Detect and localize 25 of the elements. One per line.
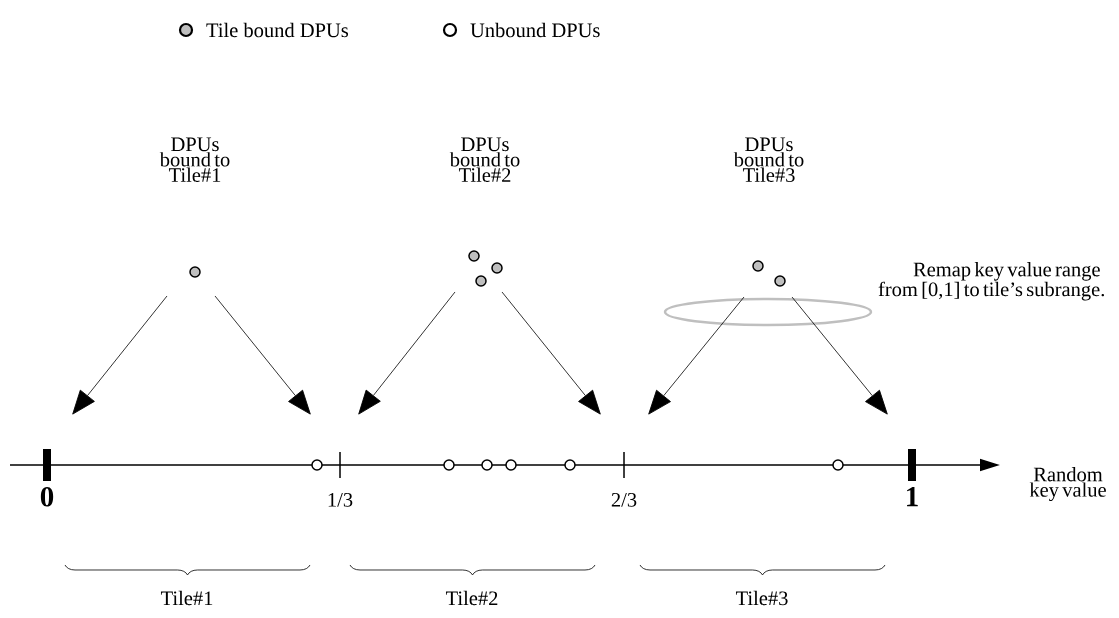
arrow <box>358 291 456 415</box>
arrow <box>501 291 601 415</box>
dpu-group: DPUs bound to Tile#3 <box>733 137 804 287</box>
arrow <box>72 295 168 415</box>
axis-tick: 1 <box>907 449 918 507</box>
legend-label: Tile bound DPUs <box>206 22 349 38</box>
arrow <box>648 296 745 415</box>
arrow <box>791 296 888 415</box>
node-label: 0 <box>40 487 54 507</box>
node-label: DPUs bound to Tile#3 <box>733 137 804 182</box>
axis-tick: 0 <box>40 449 54 507</box>
tile-label: Tile#2 <box>446 590 498 606</box>
dpu-group: DPUs bound to Tile#2 <box>449 137 520 287</box>
tile-label: Tile#1 <box>161 590 213 606</box>
node-label: 1 <box>907 487 918 507</box>
note-text: Remap key value range from [0,1] to tile’s subrange. <box>878 262 1104 301</box>
node-label: DPUs bound to Tile#1 <box>159 137 230 182</box>
tile-label: Tile#3 <box>736 590 788 606</box>
axis-label: Random key value <box>1029 466 1106 501</box>
dpu-group: DPUs bound to Tile#1 <box>159 137 230 278</box>
legend-label: Unbound DPUs <box>470 22 600 38</box>
axis-tick: 1/3 <box>328 451 353 507</box>
axis-tick: 2/3 <box>611 451 637 507</box>
arrow <box>214 295 311 415</box>
node-label: DPUs bound to Tile#2 <box>449 137 520 182</box>
